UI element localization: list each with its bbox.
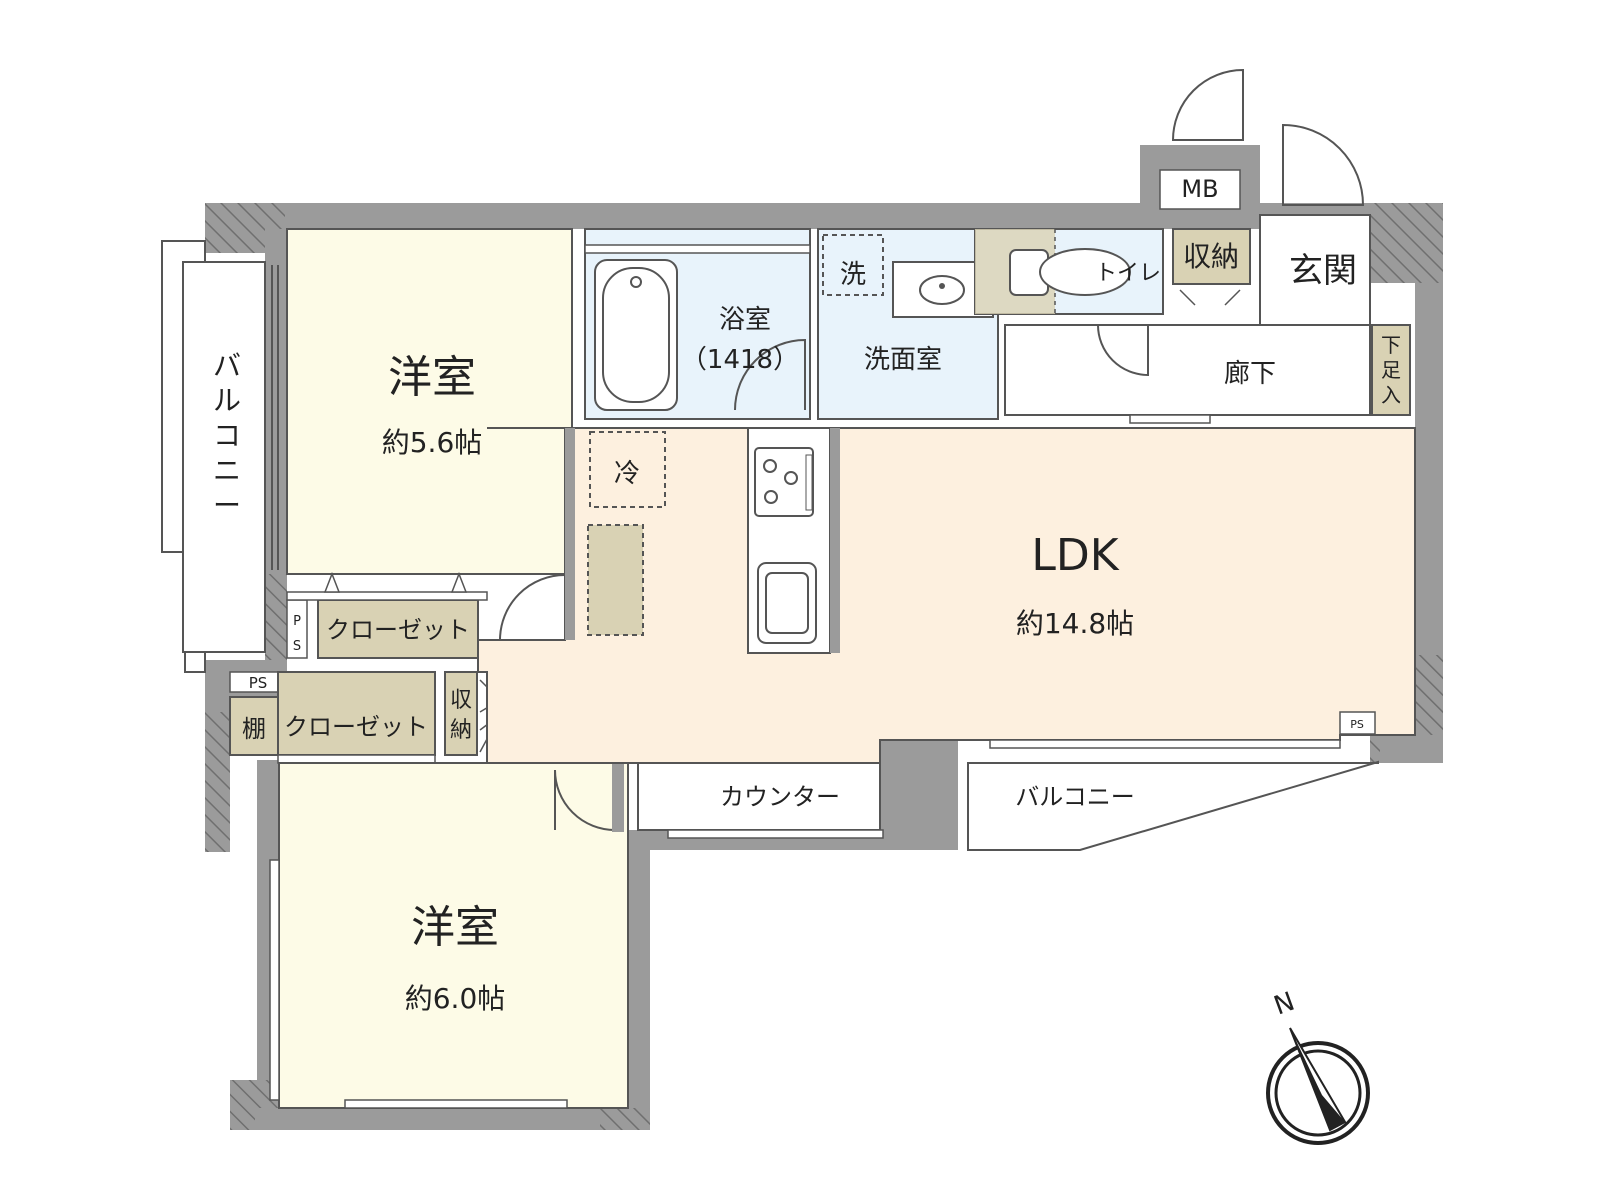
left-balcony-char-3: コ bbox=[213, 419, 241, 452]
bedroom1-size: 約5.6帖 bbox=[382, 426, 483, 459]
counter-box bbox=[637, 762, 881, 831]
small-storage-char-2: 納 bbox=[450, 718, 472, 743]
right-balcony-name: バルコニー bbox=[1015, 783, 1135, 811]
entrance-floor bbox=[1259, 214, 1371, 326]
closet2-name: クローゼット bbox=[284, 713, 428, 741]
counter-name: カウンター bbox=[720, 783, 840, 811]
bedroom1-floor bbox=[286, 228, 573, 575]
fridge-box bbox=[589, 431, 666, 508]
washbasin-icon bbox=[919, 275, 965, 305]
closet1-name: クローゼット bbox=[326, 616, 470, 644]
ps-vertical-char-1: P bbox=[293, 614, 301, 629]
bath-door-swing bbox=[734, 338, 806, 411]
shelf-name: 棚 bbox=[242, 715, 266, 743]
left-balcony bbox=[161, 240, 279, 673]
washroom-floor bbox=[817, 228, 999, 420]
kitchen-cabinet bbox=[587, 524, 644, 636]
compass-north-label: N bbox=[1270, 987, 1299, 1022]
toilet-name: トイレ bbox=[1095, 261, 1161, 286]
ps-box-ldk bbox=[1339, 711, 1376, 735]
small-storage-box bbox=[444, 671, 478, 756]
bedroom2-floor bbox=[278, 762, 629, 1109]
shoe-storage-char-3: 入 bbox=[1381, 383, 1401, 407]
shoe-storage-box bbox=[1371, 324, 1411, 416]
fridge-label: 冷 bbox=[614, 459, 640, 489]
ldk-name: LDK bbox=[1031, 530, 1119, 581]
bedroom1-door-swing bbox=[499, 574, 566, 641]
left-balcony-char-2: ル bbox=[213, 384, 241, 417]
shoe-storage-char-1: 下 bbox=[1381, 333, 1401, 357]
hallway-name: 廊下 bbox=[1224, 359, 1276, 389]
bedroom1-name: 洋室 bbox=[388, 352, 476, 403]
top-storage-box bbox=[1172, 228, 1251, 285]
left-balcony-char-4: ニ bbox=[213, 454, 241, 487]
washer-box bbox=[822, 234, 884, 296]
bath-name: 浴室 bbox=[719, 305, 771, 335]
stove-icon bbox=[754, 447, 814, 517]
ps-ldk-label: PS bbox=[1350, 718, 1364, 731]
ps-vertical-char-2: S bbox=[293, 639, 301, 654]
bedroom2-name: 洋室 bbox=[411, 902, 499, 953]
bedroom2-door-swing bbox=[554, 769, 616, 831]
right-balcony bbox=[967, 760, 1379, 851]
bathtub-icon bbox=[594, 259, 678, 411]
compass: N bbox=[1266, 987, 1370, 1145]
hallway-floor bbox=[1004, 324, 1371, 416]
toilet-icon bbox=[1039, 248, 1131, 296]
shoe-storage-char-2: 足 bbox=[1381, 358, 1401, 382]
bedroom2-size: 約6.0帖 bbox=[405, 982, 506, 1015]
ps-horizontal-label: PS bbox=[249, 674, 268, 692]
entrance-door-swing bbox=[1282, 123, 1365, 206]
ldk-size: 約14.8帖 bbox=[1016, 607, 1134, 640]
mb-label: MB bbox=[1181, 175, 1218, 203]
entrance-name: 玄関 bbox=[1289, 251, 1357, 291]
closet1-box bbox=[317, 599, 479, 659]
mb-door-swing bbox=[1171, 68, 1244, 141]
washer-label: 洗 bbox=[840, 260, 866, 290]
bath-spec: （1418） bbox=[681, 345, 799, 375]
left-balcony-char-1: バ bbox=[213, 349, 241, 382]
top-storage-name: 収納 bbox=[1183, 240, 1239, 273]
closet2-box bbox=[277, 671, 436, 756]
hallway-door-swing bbox=[1097, 324, 1149, 377]
left-balcony-char-5: ー bbox=[213, 489, 241, 522]
sink-icon bbox=[757, 562, 817, 644]
small-storage-char-1: 収 bbox=[450, 688, 472, 713]
closet1-door-marker bbox=[323, 571, 341, 593]
washroom-name: 洗面室 bbox=[864, 345, 942, 375]
